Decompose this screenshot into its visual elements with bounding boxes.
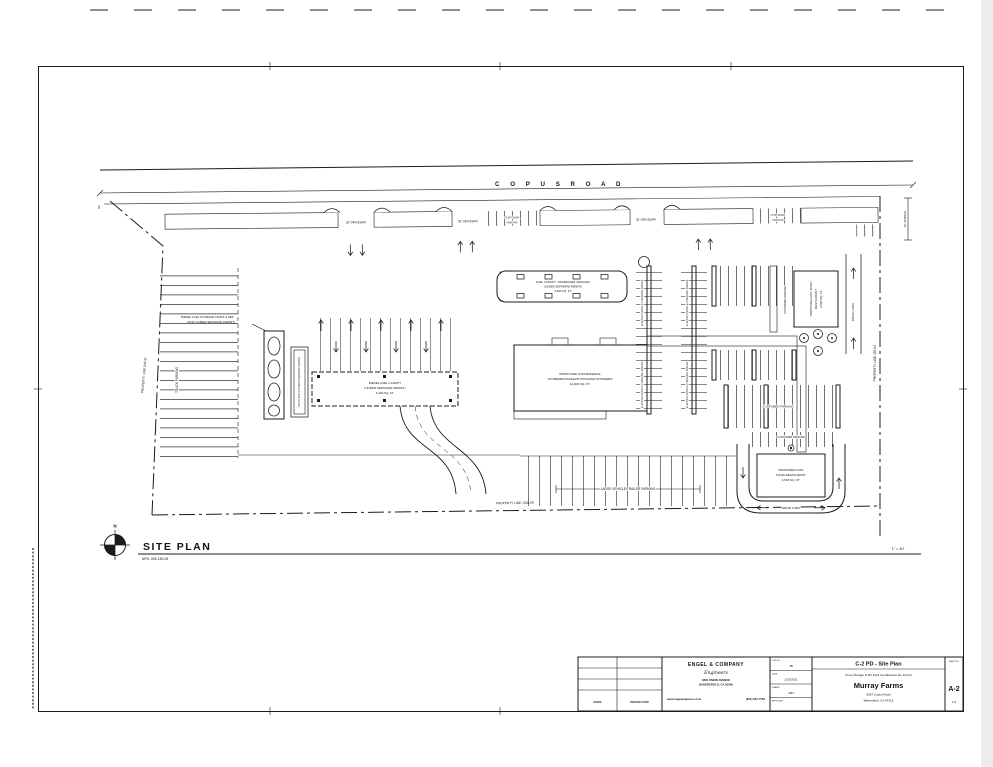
- revision-issued-header: ISSUED FOR: [630, 700, 649, 704]
- sheet-frame: [32, 9, 967, 715]
- company-block: ENGEL & COMPANY Engineers 4800 UNION AVE…: [666, 662, 765, 701]
- project-subtitle: Zone Change & RV Park Conditional Use Pe…: [845, 673, 912, 677]
- customer-parking-label-5: CUSTOMER PARKING: [777, 435, 805, 439]
- title-block: DATE ISSUED FOR ENGEL & COMPANY Engineer…: [577, 656, 964, 712]
- fuel-canopy-line1: FUEL CANOPY - PASSENGER VEHICLES: [536, 280, 590, 284]
- ff1-line1: PROPOSED FAST FOOD: [809, 281, 813, 317]
- sheet-no-label: SHEET NO.: [949, 661, 960, 663]
- ev-label-1: ELECTRIC VEHICLE CHARGING SPACES: [641, 279, 644, 326]
- ff2-drive-thru-label: DRIVE THRU: [782, 506, 800, 510]
- ff2-line1: PROPOSED FAST: [778, 468, 804, 472]
- info-date-label: DATE: [772, 673, 778, 676]
- diesel-canopy-line2: (UNDER SEPARATE PERMIT): [364, 386, 405, 390]
- setback-dimension: 30' SETBACK: [903, 197, 912, 241]
- apn-label: APN: 049-130-08: [142, 557, 168, 561]
- property-line-left-label: PROPERTY LINE 543.31': [140, 356, 147, 393]
- driveway-aprons: [323, 204, 681, 213]
- info-approved-label: APPROVED: [772, 700, 784, 703]
- customer-parking-label-1b: PARKING: [506, 220, 518, 224]
- drawing-title: SITE PLAN APN: 049-130-08 1" = 40': [138, 541, 921, 561]
- info-column: JOB NO. JB DATE 1/15/2021 DRAWN JMT APPR…: [770, 660, 812, 703]
- tanks-callout-line2: TANK (UNDER SEPARATE PERMIT): [187, 320, 235, 324]
- fast-food-2: CUSTOMER PARKING PROPOSED FAST FOOD REST…: [736, 434, 846, 514]
- customer-parking-label-2b: PARKING: [772, 218, 784, 222]
- diesel-canopy-line1: DIESEL FUEL CANOPY: [369, 381, 401, 385]
- truck-parking-label: TRUCK PARKING: [175, 366, 179, 392]
- info-drawn-value: JMT: [788, 691, 794, 695]
- fuel-canopy-line2: (UNDER SEPARATE PERMIT): [544, 285, 583, 289]
- setback-label: 30' SETBACK: [903, 211, 907, 227]
- property-line-bottom-label: PROPERTY LINE 1250.05': [496, 501, 535, 506]
- company-phone: (661) 837-7553: [746, 697, 766, 701]
- driveway-arrows: [347, 238, 714, 256]
- customer-parking-label-2a: CUSTOMER: [771, 213, 786, 217]
- project-block: C-2 PD - Site Plan Zone Change & RV Park…: [812, 662, 945, 703]
- company-address2: BAKERSFIELD, CA 93305: [699, 683, 733, 687]
- ev-label-3: ELECTRIC VEHICLE CHARGING SPACES: [686, 279, 689, 326]
- ff1-line3: 3,500 SQ. FT.: [819, 290, 823, 309]
- curved-drive-aisle: [399, 405, 487, 495]
- driveway-label-2: 30' DRIVEWAY: [458, 219, 478, 223]
- truck-scale-label: TRUCK SCALE (UNDER SEPARATE PERMIT): [298, 357, 301, 407]
- ff1-line2: RESTAURANT: [814, 289, 818, 309]
- patio-tables: [799, 329, 837, 356]
- road-label: C O P U S R O A D: [495, 181, 625, 188]
- scale-label: 1" = 40': [892, 547, 905, 551]
- convenience-store: PROPOSED CONVENIENCE STORE/RESTAURANT/TR…: [513, 337, 648, 420]
- diesel-canopy: DIESEL FUEL CANOPY (UNDER SEPARATE PERMI…: [311, 318, 459, 407]
- truck-scale: TRUCK SCALE (UNDER SEPARATE PERMIT): [290, 346, 309, 418]
- passenger-fuel-canopy: FUEL CANOPY - PASSENGER VEHICLES (UNDER …: [496, 270, 628, 303]
- driveway-label-1: 30' DRIVEWAY: [346, 220, 366, 224]
- project-address1: 9557 Copus Road: [866, 693, 891, 697]
- fuel-tanks: DIESEL FUEL STORAGE TANKS & DEF TANK (UN…: [181, 315, 285, 420]
- scan-edge-right: [981, 0, 993, 767]
- copus-road: C O P U S R O A D 90' 30' SETBACK: [96, 160, 917, 241]
- ev-charging: ELECTRIC VEHICLE CHARGING SPACES ELECTRI…: [636, 256, 798, 415]
- info-job-label: JOB NO.: [772, 660, 780, 662]
- company-address1: 4800 UNION AVENUE: [702, 678, 730, 682]
- info-drawn-label: DRAWN: [772, 686, 780, 689]
- driveway-label-3: 30' DRIVEWAY: [636, 218, 656, 222]
- company-name: ENGEL & COMPANY: [688, 662, 744, 668]
- ev-label-4: ELECTRIC VEHICLE CHARGING SPACES: [686, 361, 689, 408]
- customer-parking-label-3: CUSTOMER PARKING: [762, 405, 794, 409]
- project-address2: Bakersfield, CA 93313: [864, 699, 894, 703]
- ff2-line3: 4,500 SQ. FT.: [782, 478, 801, 482]
- store-line2: STORE/RESTAURANT/TRUCKER SHOWERS: [548, 377, 613, 381]
- trailer-parking: LARGE VEHICLE/TRAILER PARKING: [238, 454, 736, 506]
- tanks-callout-line1: DIESEL FUEL STORAGE TANKS & DEF: [181, 315, 234, 319]
- ev-label-2: ELECTRIC VEHICLE CHARGING SPACES: [641, 361, 644, 408]
- company-web: www.engelengineers.com: [666, 697, 702, 701]
- trailer-parking-label: LARGE VEHICLE/TRAILER PARKING: [601, 487, 656, 491]
- sheet-number: A-2: [948, 686, 959, 693]
- store-line3: 12,000 SQ. FT.: [570, 382, 591, 386]
- ff2-line2: FOOD RESTAURANT: [776, 473, 806, 477]
- customer-parking-bays: CUSTOMER PARKING: [711, 265, 841, 453]
- project-name: Murray Farms: [854, 681, 904, 690]
- north-arrow: N: [100, 524, 130, 560]
- company-tagline: Engineers: [703, 670, 728, 676]
- info-job-value: JB: [789, 664, 793, 668]
- sheet-number-block: SHEET NO. A-2 2 of: [948, 661, 959, 704]
- site-plan-title: SITE PLAN: [143, 541, 211, 553]
- ff1-drive-thru-label: DRIVE-THRU: [851, 303, 855, 322]
- project-header: C-2 PD - Site Plan: [855, 662, 902, 668]
- truck-parking: TRUCK PARKING: [160, 268, 239, 458]
- fuel-canopy-line3: 4,300 SQ. FT.: [554, 289, 571, 293]
- revision-table: DATE ISSUED FOR: [578, 667, 662, 704]
- customer-parking-label-4: CUSTOMER PARKING: [783, 286, 787, 314]
- sheet-of: 2 of: [952, 701, 956, 704]
- north-label: N: [113, 524, 116, 529]
- diesel-canopy-line3: 4,420 SQ. FT.: [376, 391, 395, 395]
- customer-parking-label-1a: CUSTOMER: [505, 215, 520, 219]
- revision-date-header: DATE: [594, 700, 602, 704]
- frontage: 30' DRIVEWAY 30' DRIVEWAY 30' DRIVEWAY C…: [164, 204, 881, 256]
- property-line-right-label: PROPERTY LINE 459.94': [873, 344, 877, 381]
- store-line1: PROPOSED CONVENIENCE: [559, 372, 600, 376]
- fast-food-1: CUSTOMER PARKING PROPOSED FAST FOOD REST…: [769, 254, 862, 356]
- info-date-value: 1/15/2021: [784, 678, 798, 682]
- row-width-left: 90': [97, 205, 101, 209]
